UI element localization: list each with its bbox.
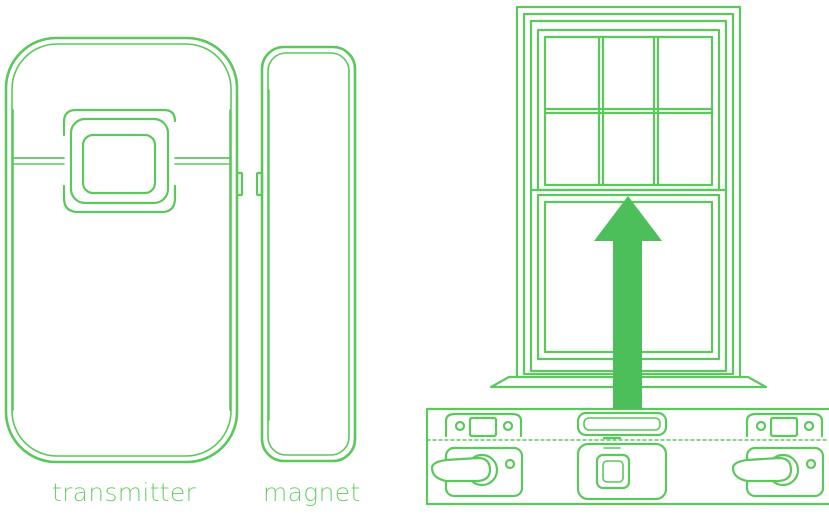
magnet-device <box>255 45 357 463</box>
sash-lock <box>731 412 825 498</box>
transmitter-label: transmitter <box>52 478 197 507</box>
transmitter-device <box>4 36 244 464</box>
up-arrow-icon <box>594 196 662 409</box>
magnet-label: magnet <box>263 478 361 507</box>
sash-lock <box>430 412 524 498</box>
